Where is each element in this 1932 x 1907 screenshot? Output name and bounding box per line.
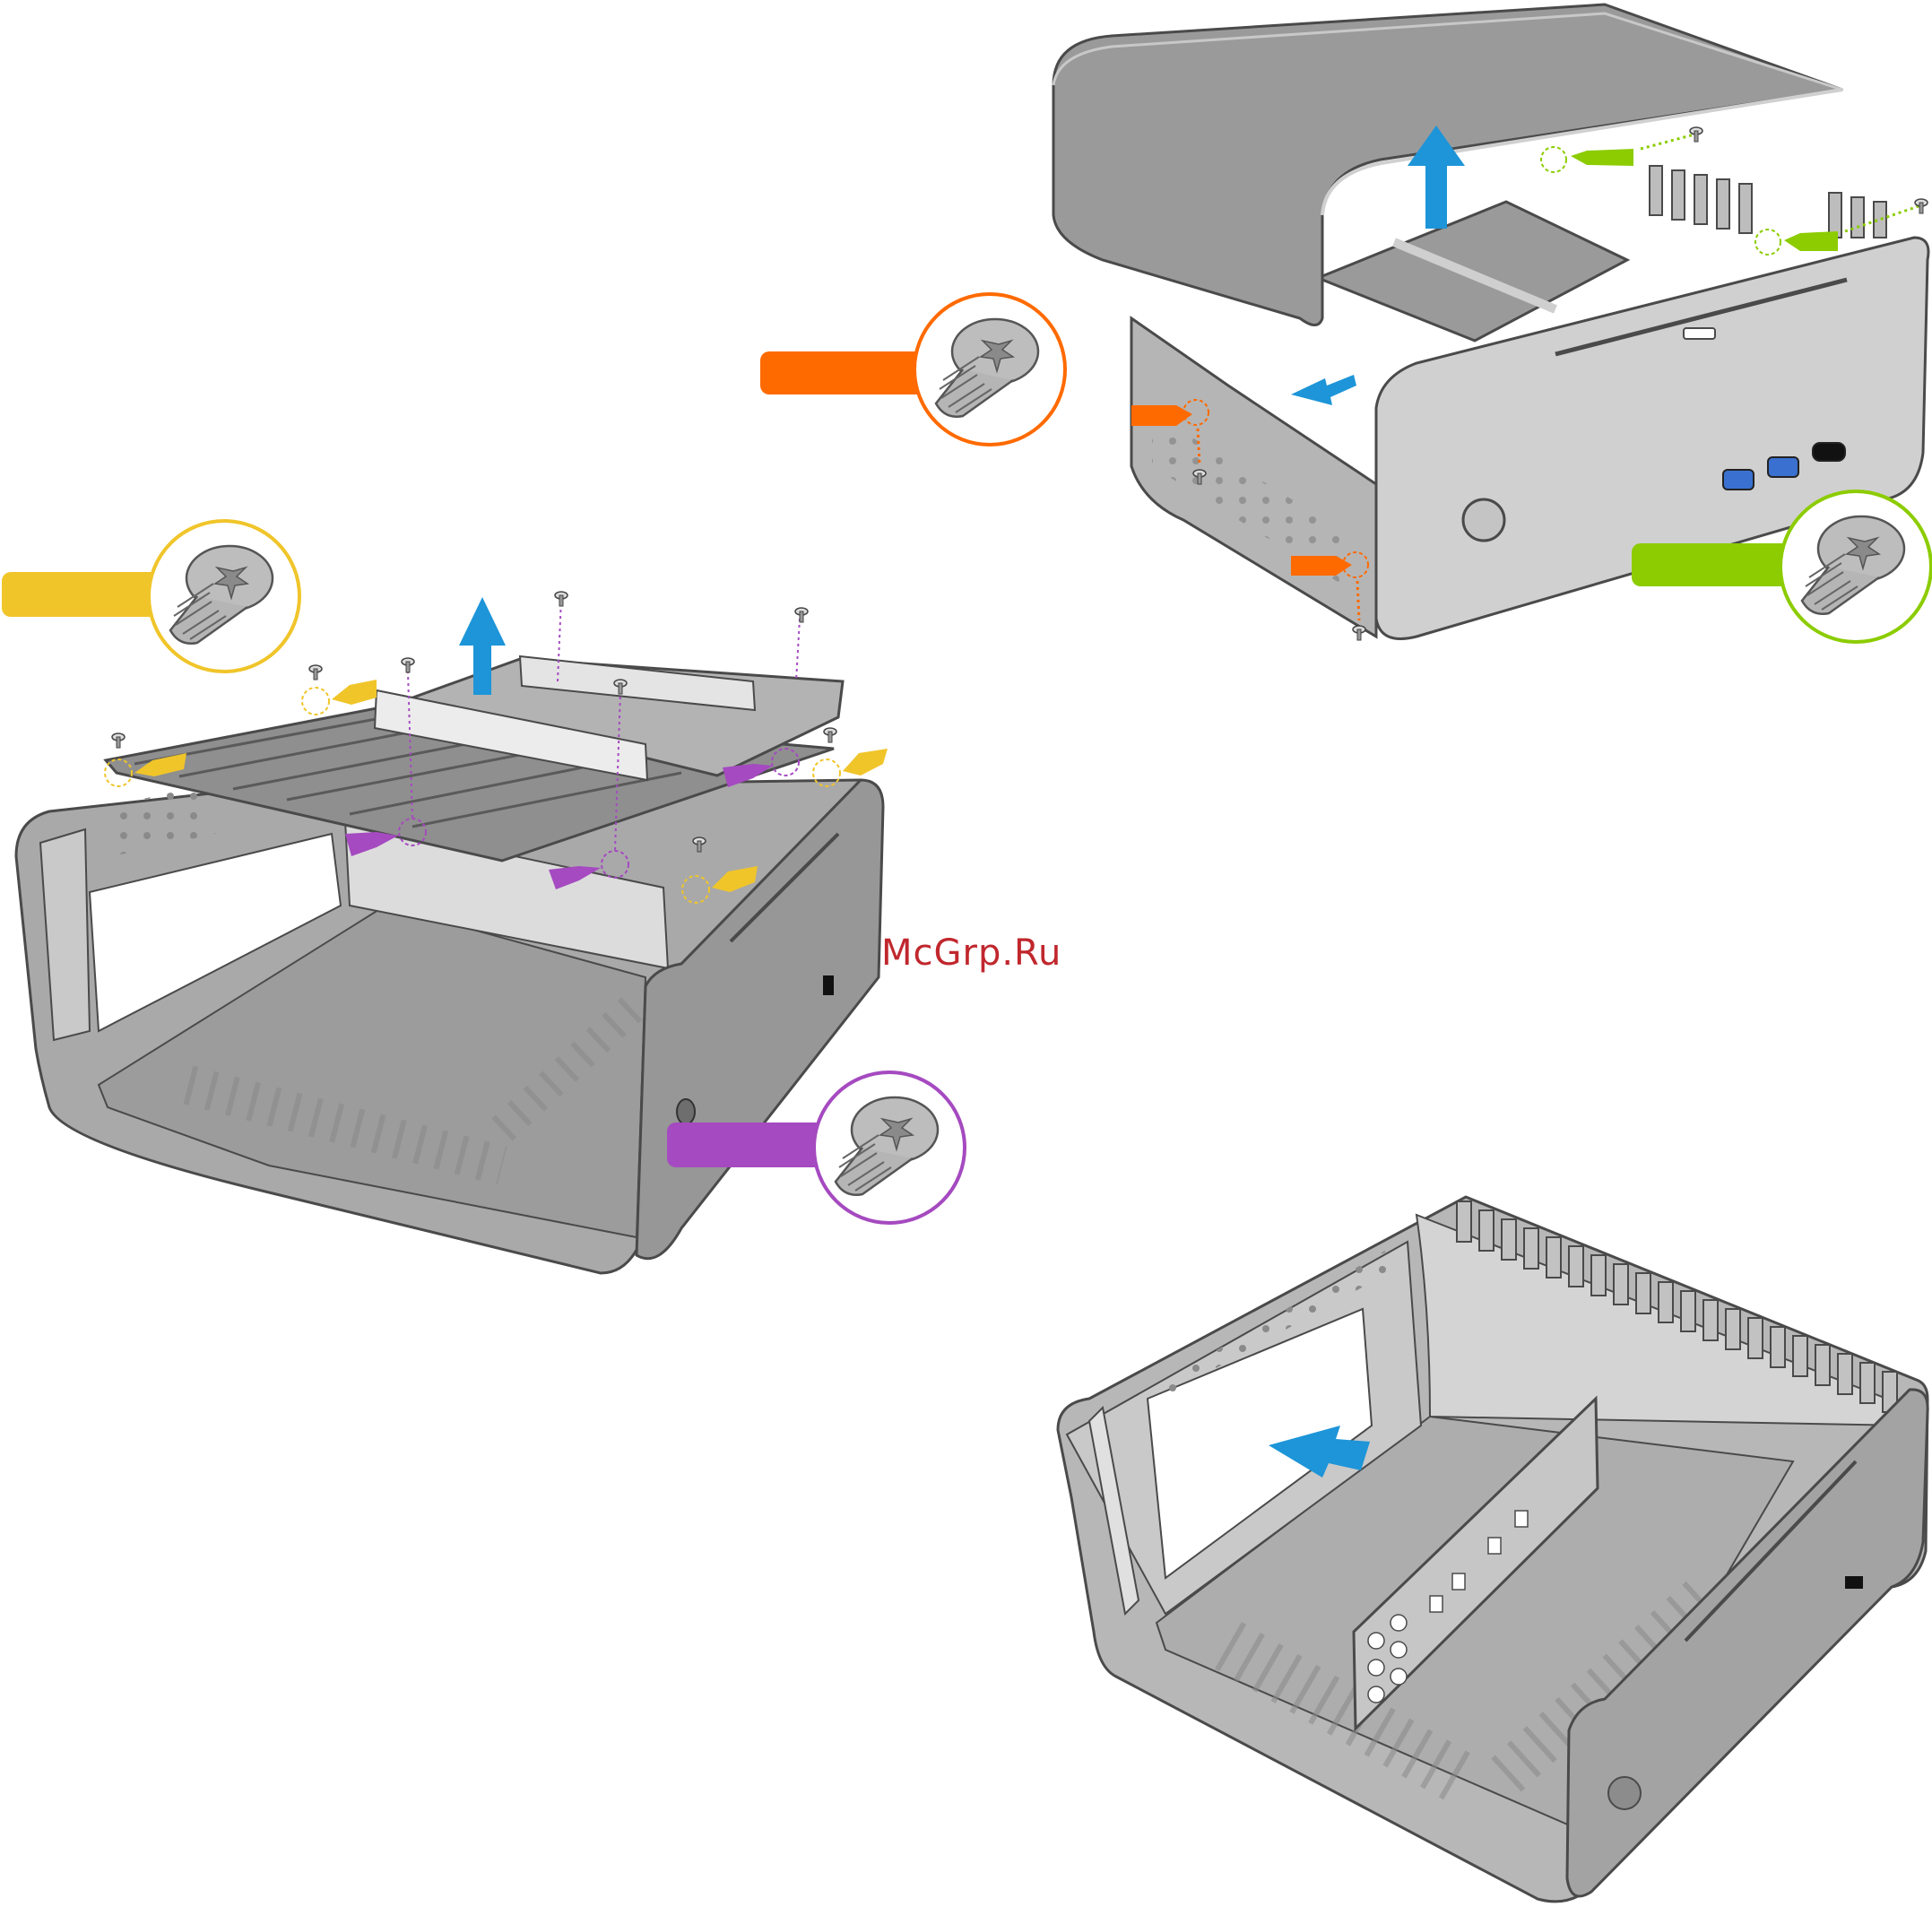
screw-callout-orange (760, 294, 1065, 445)
screw-callout-yellow (2, 521, 299, 672)
usb-c-port (1813, 443, 1845, 461)
step-remove-cover (760, 4, 1931, 642)
power-button (1608, 1777, 1641, 1809)
arrow-left-icon (1291, 375, 1356, 405)
watermark-text: McGrp.Ru (881, 932, 1061, 974)
usb-port-1 (1723, 470, 1754, 490)
step-remove-drive-bracket (2, 521, 965, 1273)
step-install-io-shield (1058, 1197, 1928, 1902)
usb-port-2 (1768, 457, 1798, 477)
power-button (1463, 499, 1504, 541)
green-screw-markers (1541, 127, 1928, 255)
